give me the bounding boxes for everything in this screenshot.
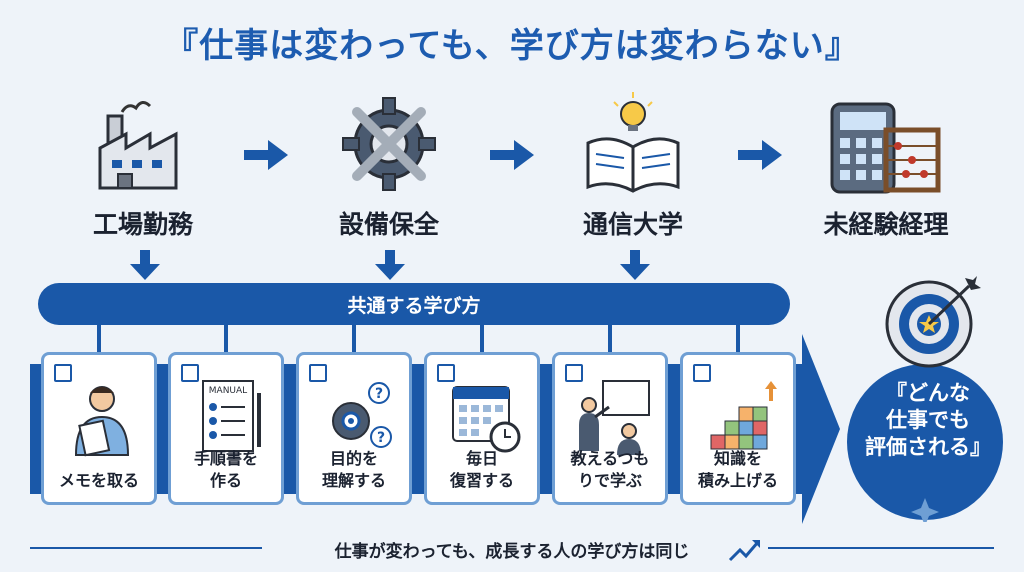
method-card-review: 毎日復習する bbox=[424, 352, 540, 505]
method-label: 毎日復習する bbox=[449, 449, 514, 490]
method-label: 教えるつもりで学ぶ bbox=[570, 449, 650, 490]
checkbox-icon bbox=[565, 364, 583, 382]
checkbox-icon bbox=[309, 364, 327, 382]
stacked-blocks-icon bbox=[710, 381, 777, 450]
book-lightbulb-icon bbox=[586, 92, 680, 193]
wrench-gear-icon bbox=[342, 97, 436, 191]
svg-text:?: ? bbox=[377, 430, 385, 446]
checkbox-icon bbox=[181, 364, 199, 382]
method-card-notes: メモを取る bbox=[41, 352, 157, 505]
checkbox-icon bbox=[437, 364, 455, 382]
right-arrow-icon bbox=[738, 140, 782, 170]
step-label-factory: 工場勤務 bbox=[92, 210, 193, 239]
down-arrow-icon bbox=[620, 250, 650, 280]
method-card-purpose: ? ? 目的を理解する bbox=[296, 352, 412, 505]
gear-target-question-icon: ? ? bbox=[332, 382, 392, 448]
footer-caption: 仕事が変わっても、成長する人の学び方は同じ bbox=[334, 542, 690, 562]
step-label-university: 通信大学 bbox=[582, 210, 683, 239]
step-label-maintenance: 設備保全 bbox=[338, 210, 439, 239]
page-title: 『仕事は変わっても、学び方は変わらない』 bbox=[164, 26, 860, 66]
down-arrow-icon bbox=[375, 250, 405, 280]
calendar-clock-icon bbox=[452, 386, 521, 453]
checkbox-icon bbox=[693, 364, 711, 382]
teacher-whiteboard-icon bbox=[579, 380, 650, 455]
right-arrow-icon bbox=[244, 140, 288, 170]
goal-text: 『どんな仕事でも評価される』 bbox=[865, 381, 991, 459]
trend-up-icon bbox=[728, 541, 760, 562]
step-label-accounting: 未経験経理 bbox=[823, 210, 949, 239]
method-label: メモを取る bbox=[58, 471, 139, 490]
down-arrow-icon bbox=[130, 250, 160, 280]
method-card-manual: MANUAL 手順書を作る bbox=[168, 352, 284, 505]
manual-text: MANUAL bbox=[209, 386, 247, 396]
svg-text:?: ? bbox=[375, 386, 383, 402]
method-label: 目的を理解する bbox=[321, 449, 386, 490]
goal-circle bbox=[847, 276, 1003, 522]
target-star-icon bbox=[885, 276, 981, 368]
manual-checklist-icon: MANUAL bbox=[202, 380, 261, 452]
method-card-teach: 教えるつもりで学ぶ bbox=[552, 352, 668, 505]
method-label: 知識を積み上げる bbox=[697, 449, 778, 490]
footer-lines bbox=[30, 540, 994, 562]
calculator-abacus-icon bbox=[830, 102, 941, 194]
method-label: 手順書を作る bbox=[193, 449, 258, 490]
person-taking-notes-icon bbox=[74, 386, 130, 457]
bar-connectors bbox=[97, 322, 740, 354]
right-arrow-icon bbox=[490, 140, 534, 170]
checkbox-icon bbox=[54, 364, 72, 382]
method-card-accumulate: 知識を積み上げる bbox=[680, 352, 796, 505]
common-methods-bar: 共通する学び方 bbox=[38, 283, 790, 325]
factory-icon bbox=[98, 101, 178, 190]
